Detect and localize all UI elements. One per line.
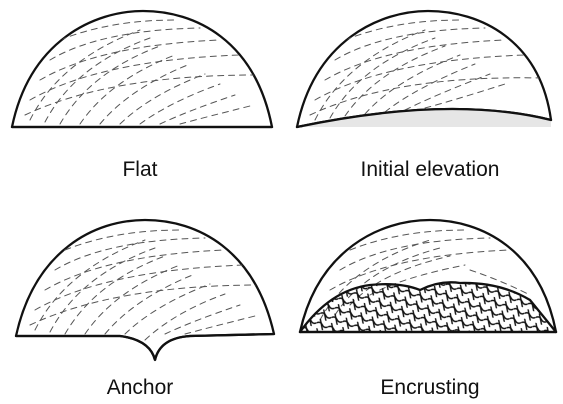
encrusting-base-shape	[300, 220, 556, 334]
anchor-base-shape	[16, 220, 274, 360]
initial-elevation-label: Initial elevation	[330, 158, 530, 182]
flat-base-shape	[12, 11, 272, 127]
initial-elevation-base-shape	[297, 11, 551, 127]
encrusting-label: Encrusting	[350, 376, 510, 400]
anchor-label: Anchor	[70, 376, 210, 400]
flat-label: Flat	[90, 158, 190, 182]
